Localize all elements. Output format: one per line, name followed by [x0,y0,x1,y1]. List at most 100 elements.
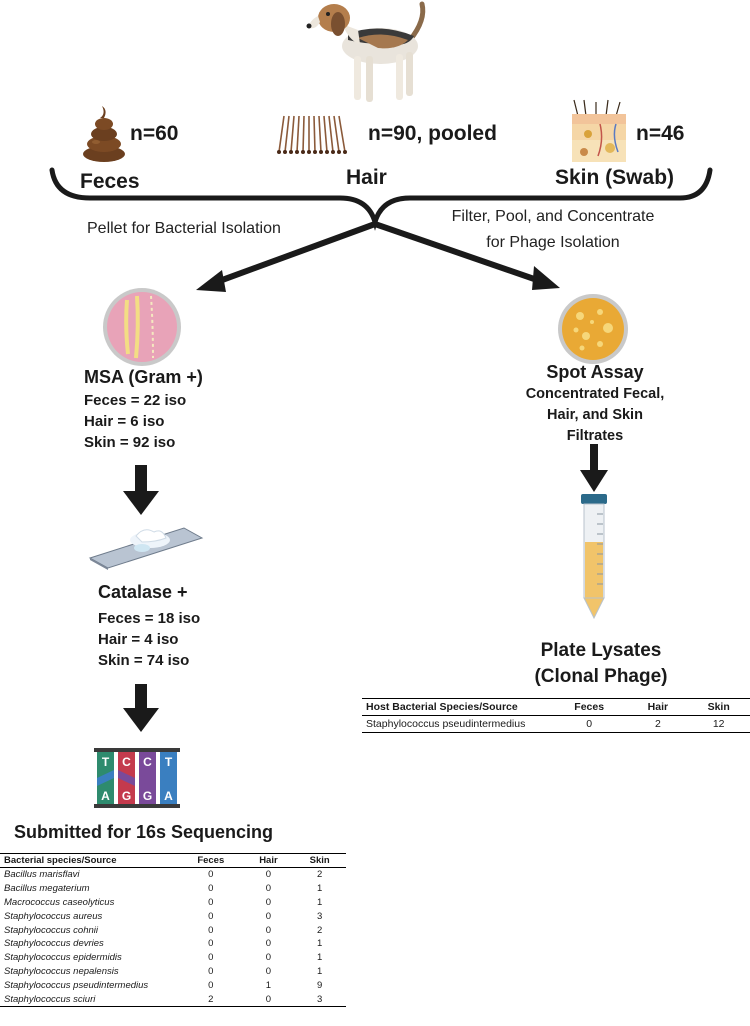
msa-skin: Skin = 92 iso [84,434,176,451]
species-cell: Staphylococcus pseudintermedius [4,979,149,991]
hair-count: n=90, pooled [368,122,497,145]
branch-right-line1: Filter, Pool, and Concentrate [451,208,655,225]
sequencing-table-header: Bacterial species/Source Feces Hair Skin [0,853,346,868]
feces-icon [83,106,125,162]
phage-header-feces: Feces [550,698,629,716]
phage-table-header: Host Bacterial Species/Source Feces Hair… [362,698,750,716]
hair-icon [277,115,347,154]
dna-letter-top-3: C [143,755,152,769]
down-arrow-3 [580,444,608,492]
hair-cell: 0 [265,952,272,964]
hair-cell: 0 [265,869,272,881]
spot-assay-plate-icon [558,294,628,364]
skin-layers-icon [572,99,626,162]
feces-label: Feces [80,170,140,193]
feces-cell: 2 [178,992,244,1007]
brace-connector [49,167,713,292]
dna-letter-top-4: T [165,755,173,769]
hair-cell: 0 [265,965,272,977]
feces-cell: 0 [208,965,214,977]
dna-sequencing-icon: T C C T A G G A [94,748,180,808]
feces-cell: 0 [208,883,214,895]
hair-cell: 0 [265,883,272,895]
hair-cell: 0 [265,910,272,922]
skin-cell: 12 [687,715,750,733]
branch-right-line2: for Phage Isolation [486,234,620,251]
skin-cell: 1 [317,952,323,964]
lysates-line2: (Clonal Phage) [534,666,668,687]
feces-cell: 0 [208,896,214,908]
microscope-slide-icon [88,527,204,570]
sequencing-header-species: Bacterial species/Source [0,853,178,868]
skin-cell: 9 [317,979,323,991]
dog-illustration [306,1,426,102]
skin-label: Skin (Swab) [555,166,675,189]
skin-cell: 3 [317,910,323,922]
sequencing-title: Submitted for 16s Sequencing [14,822,274,842]
table-row: Bacillus megaterium 0 0 1 [0,882,346,896]
skin-cell: 2 [317,924,323,936]
feces-cell: 0 [550,715,629,733]
skin-cell: 3 [293,992,346,1007]
dna-letter-bottom-2: G [122,789,131,803]
hair-cell: 0 [265,924,272,936]
spot-assay-line2: Hair, and Skin [547,407,643,423]
spot-assay-line1: Concentrated Fecal, [525,386,665,402]
hair-cell: 0 [243,992,294,1007]
spot-assay-title: Spot Assay [546,362,644,382]
hair-cell: 2 [628,715,688,733]
centrifuge-tube-icon [581,494,607,620]
down-arrow-1 [123,465,159,515]
catalase-title: Catalase + [98,582,188,602]
sequencing-header-feces: Feces [178,853,244,868]
feces-cell: 0 [208,952,214,964]
table-row: Bacillus marisflavi 0 0 2 [0,868,346,882]
skin-cell: 1 [317,965,323,977]
dna-letter-top-1: T [102,755,110,769]
feces-cell: 0 [208,924,214,936]
species-cell: Staphylococcus sciuri [0,992,178,1007]
feces-count: n=60 [130,122,179,145]
branch-left-label: Pellet for Bacterial Isolation [87,220,281,237]
msa-title: MSA (Gram +) [84,367,203,387]
dna-letter-bottom-1: A [101,789,110,803]
catalase-skin: Skin = 74 iso [98,652,190,669]
skin-cell: 2 [317,869,323,881]
phage-header-skin: Skin [687,698,750,716]
phage-host-table: Host Bacterial Species/Source Feces Hair… [362,698,750,733]
species-cell: Staphylococcus nepalensis [4,965,119,977]
skin-count: n=46 [636,122,685,145]
msa-hair: Hair = 6 iso [84,413,165,430]
hair-cell: 0 [265,896,272,908]
msa-feces: Feces = 22 iso [84,392,187,409]
skin-cell: 1 [317,938,323,950]
species-cell: Staphylococcus devries [4,938,104,950]
hair-label: Hair [346,166,387,189]
species-cell: Staphylococcus epidermidis [4,952,122,964]
feces-cell: 0 [208,979,214,991]
table-row: Staphylococcus pseudintermedius 0 1 9 [0,978,346,992]
sequencing-header-skin: Skin [293,853,346,868]
species-cell: Bacillus marisflavi [4,869,80,881]
species-cell: Staphylococcus cohnii [4,924,98,936]
hair-cell: 1 [265,979,272,991]
catalase-hair: Hair = 4 iso [98,631,179,648]
skin-cell: 1 [317,883,323,895]
dna-letter-top-2: C [122,755,131,769]
species-cell: Bacillus megaterium [4,883,90,895]
species-cell: Staphylococcus aureus [4,910,103,922]
hair-cell: 0 [265,938,272,950]
msa-plate-icon [103,288,181,366]
sequencing-table: Bacterial species/Source Feces Hair Skin… [0,853,346,1007]
lysates-line1: Plate Lysates [540,640,662,661]
feces-cell: 0 [208,869,214,881]
skin-cell: 1 [317,896,323,908]
sequencing-header-hair: Hair [243,853,294,868]
dna-letter-bottom-4: A [164,789,173,803]
table-row: Staphylococcus cohnii 0 0 2 [0,923,346,937]
dna-letter-bottom-3: G [143,789,152,803]
phage-header-hair: Hair [628,698,688,716]
